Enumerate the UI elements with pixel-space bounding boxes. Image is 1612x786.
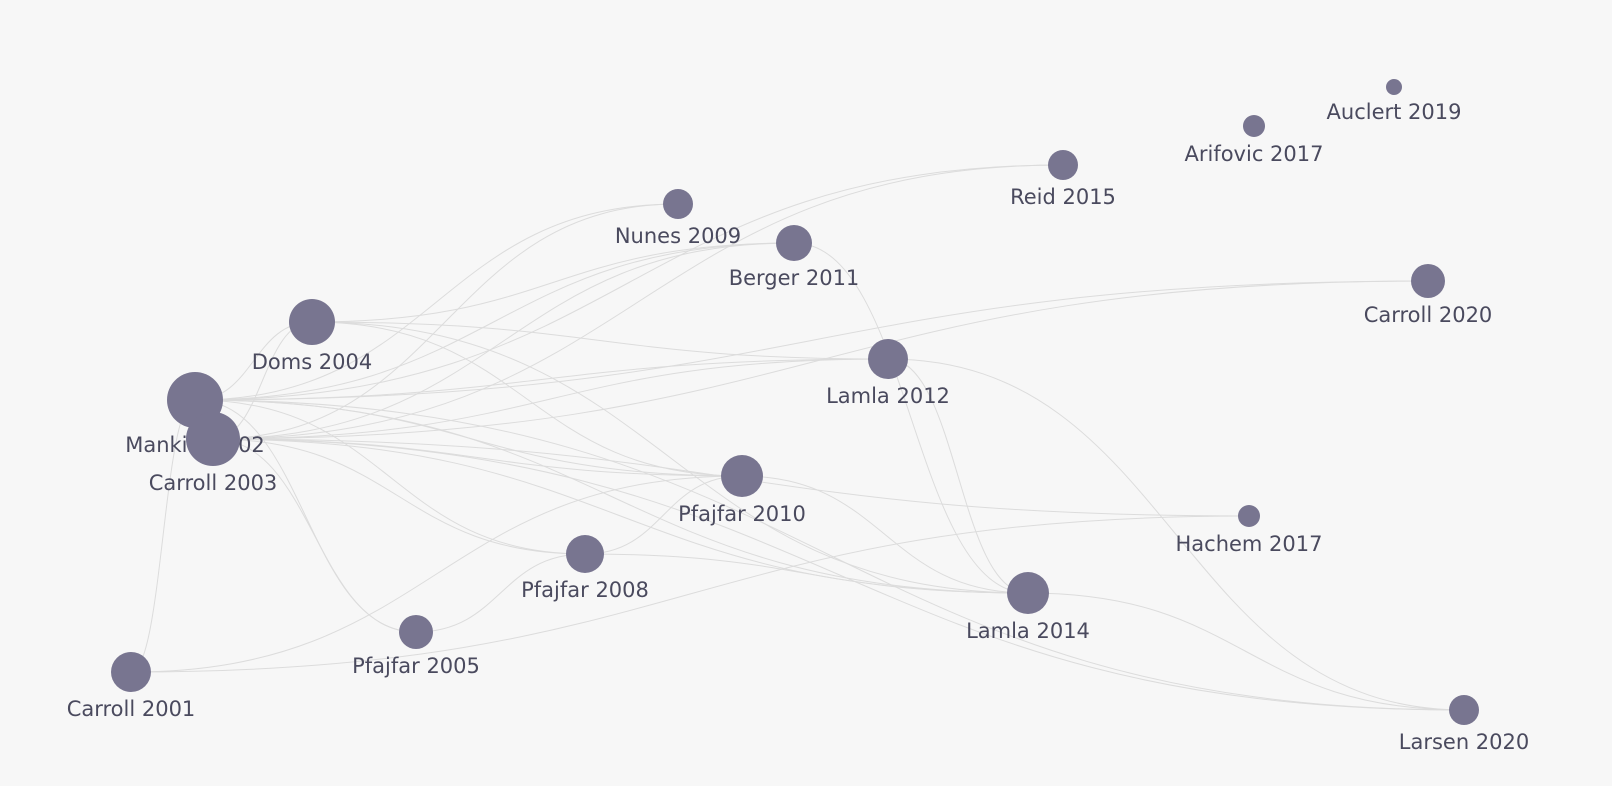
node-arifovic2017[interactable]: Arifovic 2017	[1184, 115, 1324, 166]
node-label[interactable]: Pfajfar 2008	[521, 578, 649, 602]
edge-pfajfar2008-pfajfar2010	[584, 475, 743, 555]
edge-berger2011-lamla2014	[793, 242, 1029, 594]
edge-doms2004-pfajfar2010	[311, 321, 743, 477]
node-berger2011[interactable]: Berger 2011	[729, 225, 860, 290]
edge-mankiw2002-pfajfar2008	[194, 399, 586, 555]
node-label[interactable]: Hachem 2017	[1175, 532, 1322, 556]
edge-carroll2003-pfajfar2005	[212, 438, 417, 633]
node-circle[interactable]	[111, 652, 151, 692]
node-circle[interactable]	[663, 189, 693, 219]
edge-doms2004-lamla2014	[311, 321, 1029, 594]
edge-carroll2003-carroll2020	[212, 280, 1429, 440]
node-pfajfar2005[interactable]: Pfajfar 2005	[352, 615, 480, 678]
node-label[interactable]: Auclert 2019	[1327, 100, 1462, 124]
edge-carroll2003-pfajfar2010	[212, 438, 743, 477]
node-circle[interactable]	[1238, 505, 1260, 527]
edge-carroll2003-larsen2020	[212, 438, 1465, 711]
node-circle[interactable]	[1411, 264, 1445, 298]
node-label[interactable]: Larsen 2020	[1399, 730, 1530, 754]
edge-mankiw2002-berger2011	[194, 242, 795, 401]
edge-lamla2012-lamla2014	[887, 358, 1029, 594]
node-circle[interactable]	[399, 615, 433, 649]
edge-pfajfar2008-lamla2014	[584, 553, 1029, 594]
node-circle[interactable]	[566, 535, 604, 573]
edge-pfajfar2010-lamla2014	[741, 475, 1029, 594]
node-circle[interactable]	[186, 412, 240, 466]
node-pfajfar2008[interactable]: Pfajfar 2008	[521, 535, 649, 602]
edge-lamla2012-larsen2020	[887, 358, 1465, 711]
node-label[interactable]: Pfajfar 2005	[352, 654, 480, 678]
edge-pfajfar2005-pfajfar2008	[415, 553, 586, 633]
node-auclert2019[interactable]: Auclert 2019	[1327, 79, 1462, 124]
edge-doms2004-lamla2012	[311, 321, 889, 360]
node-label[interactable]: Lamla 2014	[966, 619, 1090, 643]
edge-mankiw2002-reid2015	[194, 164, 1064, 401]
node-pfajfar2010[interactable]: Pfajfar 2010	[678, 455, 806, 526]
node-label[interactable]: Arifovic 2017	[1184, 142, 1323, 166]
edge-carroll2003-berger2011	[212, 242, 795, 440]
node-carroll2003[interactable]: Carroll 2003	[149, 412, 278, 495]
node-carroll2020[interactable]: Carroll 2020	[1364, 264, 1493, 327]
node-circle[interactable]	[868, 339, 908, 379]
node-nunes2009[interactable]: Nunes 2009	[615, 189, 741, 248]
node-label[interactable]: Nunes 2009	[615, 224, 741, 248]
edge-mankiw2002-carroll2020	[194, 280, 1429, 401]
edge-carroll2001-hachem2017	[130, 515, 1250, 673]
node-circle[interactable]	[1386, 79, 1402, 95]
node-label[interactable]: Doms 2004	[252, 350, 373, 374]
edge-layer	[130, 164, 1465, 711]
node-circle[interactable]	[1007, 572, 1049, 614]
edge-doms2004-berger2011	[311, 242, 795, 323]
node-label[interactable]: Reid 2015	[1010, 185, 1116, 209]
node-lamla2014[interactable]: Lamla 2014	[966, 572, 1090, 643]
node-doms2004[interactable]: Doms 2004	[252, 299, 373, 374]
edge-carroll2003-nunes2009	[212, 203, 679, 440]
node-circle[interactable]	[1243, 115, 1265, 137]
node-circle[interactable]	[1048, 150, 1078, 180]
node-larsen2020[interactable]: Larsen 2020	[1399, 695, 1530, 754]
node-label[interactable]: Carroll 2020	[1364, 303, 1493, 327]
edge-carroll2003-reid2015	[212, 164, 1064, 440]
node-label[interactable]: Pfajfar 2010	[678, 502, 806, 526]
node-reid2015[interactable]: Reid 2015	[1010, 150, 1116, 209]
node-hachem2017[interactable]: Hachem 2017	[1175, 505, 1323, 556]
node-circle[interactable]	[776, 225, 812, 261]
node-label[interactable]: Carroll 2003	[149, 471, 278, 495]
edge-lamla2014-larsen2020	[1027, 592, 1465, 711]
node-lamla2012[interactable]: Lamla 2012	[826, 339, 950, 408]
edge-mankiw2002-lamla2014	[194, 399, 1029, 594]
edge-carroll2003-lamla2012	[212, 358, 889, 440]
node-label[interactable]: Lamla 2012	[826, 384, 950, 408]
node-circle[interactable]	[289, 299, 335, 345]
node-label[interactable]: Carroll 2001	[67, 697, 196, 721]
node-carroll2001[interactable]: Carroll 2001	[67, 652, 196, 721]
node-circle[interactable]	[1449, 695, 1479, 725]
edge-carroll2003-pfajfar2008	[212, 438, 586, 555]
edge-carroll2001-pfajfar2010	[130, 475, 743, 673]
node-label[interactable]: Berger 2011	[729, 266, 860, 290]
edge-mankiw2002-nunes2009	[194, 203, 679, 401]
edge-mankiw2002-larsen2020	[194, 399, 1465, 711]
node-circle[interactable]	[721, 455, 763, 497]
